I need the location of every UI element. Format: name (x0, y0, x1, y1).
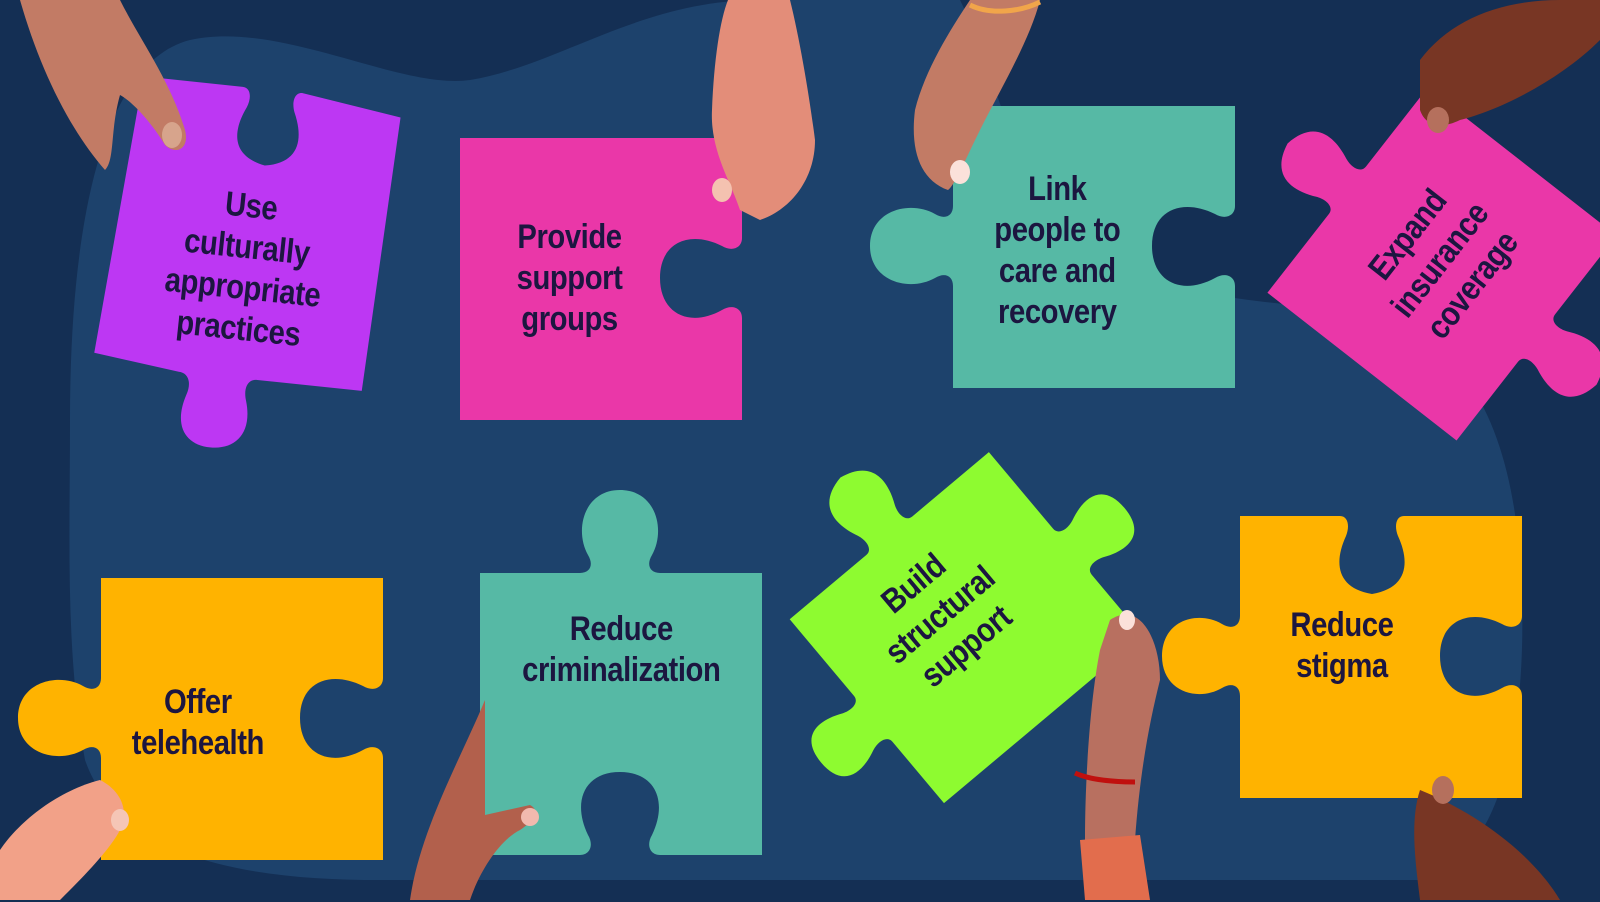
piece-label: Reduce criminalization (521, 610, 721, 689)
fingernail (1119, 610, 1135, 630)
piece-label: Link people to care and recovery (994, 170, 1121, 331)
hand-bottom-center (410, 700, 536, 900)
fingernail (1427, 107, 1449, 133)
fingernail (521, 808, 539, 826)
piece-label: Offer telehealth (131, 683, 265, 762)
hand-bottom-right (1414, 790, 1560, 900)
fingernail (111, 809, 129, 831)
hand-top-center (711, 0, 815, 220)
piece-label: Provide support groups (517, 217, 623, 338)
piece-shape (789, 452, 1144, 804)
hand-top-right (1420, 0, 1600, 126)
piece-shape (1267, 87, 1600, 441)
bracelet-icon (968, 0, 1042, 14)
piece-shape (1162, 516, 1522, 798)
puzzle-piece-criminalization: Reduce criminalization (480, 490, 762, 855)
puzzle-piece-insurance: Expand insurance coverage (1267, 60, 1600, 470)
hand-top-left (20, 0, 186, 170)
fingernail (1432, 776, 1454, 804)
puzzle-piece-stigma: Reduce stigma (1162, 516, 1522, 798)
hand-top-middle (913, 0, 1040, 190)
puzzle-piece-structural: Build structural support (760, 420, 1160, 820)
puzzle-piece-support-groups: Provide support groups (460, 138, 742, 420)
puzzle-piece-culturally-appropriate: Use culturally appropriate practices (94, 76, 405, 448)
fingernail (162, 122, 182, 148)
piece-shape (94, 76, 401, 448)
sleeve (1080, 835, 1150, 900)
bracelet-icon (1073, 770, 1136, 785)
hand-bottom-middle (1085, 614, 1160, 840)
hand-bottom-left (0, 780, 124, 900)
fingernail (950, 160, 970, 184)
fingernail (712, 178, 732, 202)
piece-label: Reduce stigma (1290, 606, 1394, 685)
piece-shape (480, 490, 762, 855)
piece-shape (460, 138, 742, 420)
